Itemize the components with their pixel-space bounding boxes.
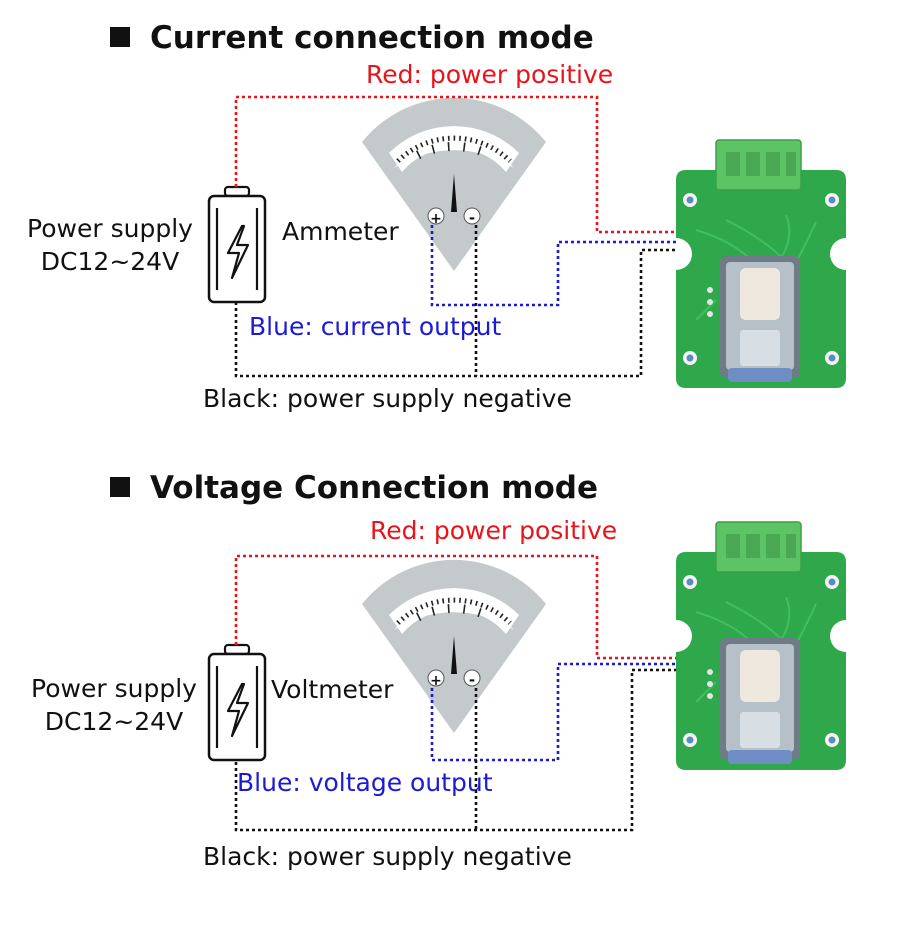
plus-terminal: + bbox=[430, 673, 442, 689]
section-title-voltage: Voltage Connection mode bbox=[110, 470, 598, 506]
minus-terminal: - bbox=[469, 209, 475, 227]
section-title-text: Current connection mode bbox=[150, 20, 594, 56]
sensor-board-1 bbox=[675, 139, 847, 389]
black-wire-label: Black: power supply negative bbox=[203, 384, 572, 413]
section-title-current: Current connection mode bbox=[110, 20, 594, 56]
battery-icon bbox=[207, 185, 267, 304]
plus-terminal: + bbox=[430, 211, 442, 227]
power-supply-name: Power supply bbox=[31, 674, 197, 703]
red-wire bbox=[234, 95, 676, 234]
blue-wire bbox=[430, 662, 676, 762]
red-wire-label: Red: power positive bbox=[366, 60, 614, 89]
minus-terminal: - bbox=[469, 671, 475, 689]
power-supply-name: Power supply bbox=[27, 214, 193, 243]
meter-label: Voltmeter bbox=[271, 675, 394, 704]
meter-label: Ammeter bbox=[282, 217, 399, 246]
power-supply-voltage: DC12~24V bbox=[44, 707, 184, 736]
black-wire-label: Black: power supply negative bbox=[203, 842, 572, 871]
power-supply-voltage: DC12~24V bbox=[40, 247, 180, 276]
battery-icon bbox=[207, 643, 267, 762]
black-wire bbox=[234, 225, 676, 378]
meter-dial-icon bbox=[362, 98, 546, 271]
power-supply-label: Power supply DC12~24V bbox=[22, 672, 206, 738]
meter-dial-icon bbox=[362, 560, 546, 733]
red-wire-label: Red: power positive bbox=[370, 516, 618, 545]
sensor-board-2 bbox=[675, 521, 847, 771]
bullet-square-icon bbox=[110, 26, 130, 47]
blue-wire-label: Blue: current output bbox=[249, 312, 502, 341]
blue-wire bbox=[430, 225, 676, 307]
section-title-text: Voltage Connection mode bbox=[150, 470, 598, 506]
black-wire bbox=[234, 668, 676, 832]
red-wire bbox=[234, 554, 676, 660]
blue-wire-label: Blue: voltage output bbox=[237, 768, 493, 797]
bullet-square-icon bbox=[110, 476, 130, 497]
power-supply-label: Power supply DC12~24V bbox=[18, 212, 202, 278]
